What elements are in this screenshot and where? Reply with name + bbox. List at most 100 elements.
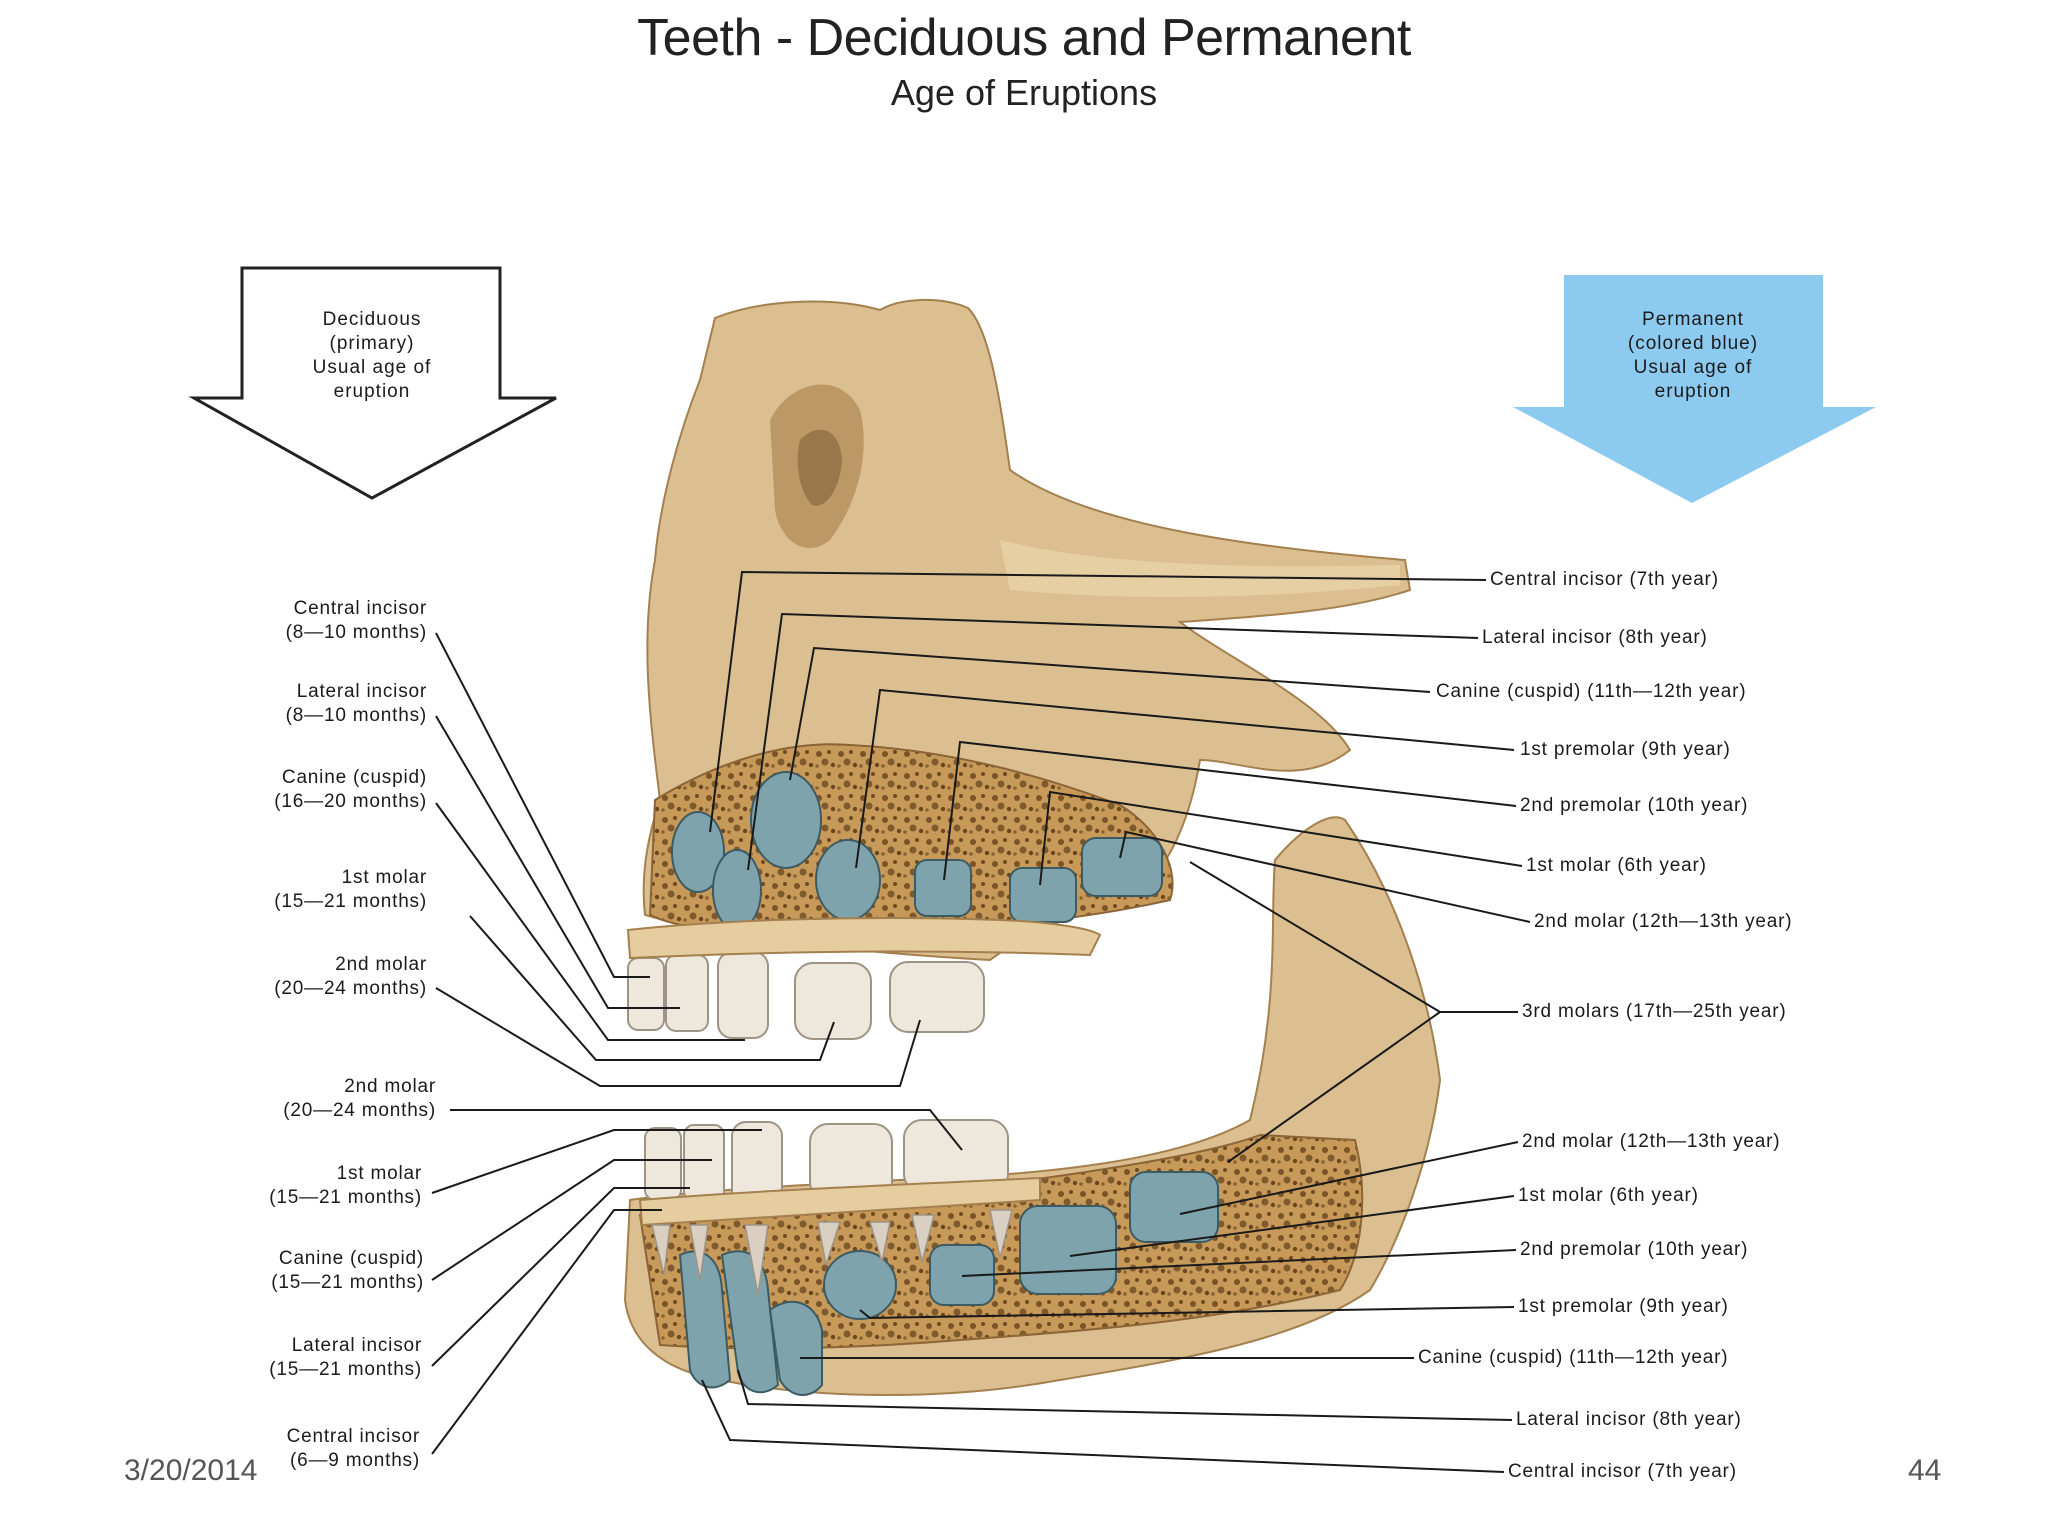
slide-title: Teeth - Deciduous and Permanent — [637, 9, 1411, 67]
label-permanent-upper-2nd-premolar: 2nd premolar (10th year) — [1520, 795, 1749, 816]
leader-line — [450, 1109, 963, 1151]
upper-deciduous-1st-molar — [794, 962, 872, 1040]
root — [911, 1214, 935, 1263]
permanent-line: eruption — [1654, 381, 1732, 402]
leader-line — [789, 646, 1431, 781]
label-permanent-3rd-molars: 3rd molars (17th—25th year) — [1522, 1001, 1787, 1022]
orbit-inner — [797, 429, 842, 506]
leader-line — [435, 632, 650, 978]
label-age: (6—9 months) — [290, 1450, 420, 1471]
upper-permanent-canine — [750, 771, 822, 869]
label-age: (8—10 months) — [285, 705, 427, 726]
label-name: 1st molar — [336, 1163, 422, 1184]
permanent-line: (colored blue) — [1627, 333, 1759, 354]
label-name: Lateral incisor — [296, 681, 427, 702]
label-name: Lateral incisor — [291, 1335, 422, 1356]
leader-line — [1227, 1011, 1441, 1163]
upper-alveolar-ridge — [626, 917, 1102, 960]
slide-subtitle: Age of Eruptions — [890, 72, 1158, 113]
deciduous-line: Usual age of — [312, 357, 432, 378]
deciduous-box-text: Deciduous (primary) Usual age of eruptio… — [262, 308, 482, 404]
upper-deciduous-lateral-incisor — [665, 954, 709, 1032]
label-age: (20—24 months) — [283, 1100, 436, 1121]
label-age: (15—21 months) — [269, 1359, 422, 1380]
label-permanent-lower-1st-premolar: 1st premolar (9th year) — [1518, 1296, 1729, 1317]
leader-line — [435, 715, 680, 1009]
label-deciduous-upper-canine: Canine (cuspid) (16—20 months) — [274, 766, 427, 814]
leader-line — [431, 1187, 690, 1367]
leader-line — [431, 1129, 762, 1194]
leader-line — [1039, 790, 1523, 886]
lower-alveolar-ridge — [638, 1176, 1041, 1227]
permanent-arrow — [1513, 275, 1876, 503]
label-name: 1st molar — [341, 867, 427, 888]
label-age: (20—24 months) — [274, 978, 427, 999]
label-deciduous-upper-1st-molar: 1st molar (15—21 months) — [274, 866, 427, 914]
slide-number: 44 — [1908, 1454, 1942, 1487]
label-name: 2nd molar — [335, 954, 427, 975]
leader-line — [859, 1306, 1515, 1320]
lower-permanent-1st-premolar — [823, 1250, 897, 1320]
label-deciduous-lower-1st-molar: 1st molar (15—21 months) — [269, 1162, 422, 1210]
label-deciduous-upper-central-incisor: Central incisor (8—10 months) — [286, 597, 427, 645]
label-permanent-upper-lateral-incisor: Lateral incisor (8th year) — [1482, 627, 1708, 648]
root — [651, 1224, 671, 1276]
label-permanent-upper-2nd-molar: 2nd molar (12th—13th year) — [1534, 911, 1793, 932]
label-name: Central incisor — [293, 598, 427, 619]
label-deciduous-lower-canine: Canine (cuspid) (15—21 months) — [271, 1247, 424, 1295]
label-age: (15—21 months) — [269, 1187, 422, 1208]
permanent-line: Usual age of — [1633, 357, 1753, 378]
deciduous-line: eruption — [333, 381, 411, 402]
leader-line — [747, 612, 1479, 871]
label-deciduous-lower-lateral-incisor: Lateral incisor (15—21 months) — [269, 1334, 422, 1382]
root — [744, 1224, 769, 1296]
label-permanent-upper-1st-premolar: 1st premolar (9th year) — [1520, 739, 1731, 760]
leader-line — [855, 688, 1515, 869]
upper-deciduous-central-incisor — [627, 957, 665, 1031]
upper-deciduous-2nd-molar — [889, 961, 985, 1033]
leader-line — [1119, 830, 1531, 923]
slide-date: 3/20/2014 — [124, 1454, 258, 1487]
label-name: Canine (cuspid) — [278, 1248, 424, 1269]
permanent-box-text: Permanent (colored blue) Usual age of er… — [1583, 308, 1803, 404]
root — [868, 1221, 891, 1263]
label-name: 2nd molar — [344, 1076, 436, 1097]
leader-lines — [431, 570, 1531, 1473]
deciduous-line: Deciduous — [322, 309, 422, 330]
label-permanent-lower-lateral-incisor: Lateral incisor (8th year) — [1516, 1409, 1742, 1430]
root — [817, 1221, 842, 1266]
upper-permanent-lateral-incisor — [712, 849, 762, 931]
leader-line — [431, 1209, 662, 1455]
leader-line — [709, 570, 1487, 833]
leader-line — [943, 740, 1517, 881]
label-permanent-lower-2nd-molar: 2nd molar (12th—13th year) — [1522, 1131, 1781, 1152]
label-deciduous-lower-2nd-molar: 2nd molar (20—24 months) — [283, 1075, 436, 1123]
label-permanent-lower-1st-molar: 1st molar (6th year) — [1518, 1185, 1699, 1206]
deciduous-arrow — [188, 266, 557, 500]
label-permanent-upper-central-incisor: Central incisor (7th year) — [1490, 569, 1719, 590]
leader-line — [1179, 1141, 1519, 1215]
label-name: Central incisor — [286, 1426, 420, 1447]
leader-line — [435, 987, 921, 1087]
lower-deciduous-lateral-incisor — [683, 1124, 725, 1202]
lower-permanent-canine — [768, 1300, 823, 1396]
leader-line — [737, 1369, 1513, 1421]
lower-permanent-1st-molar — [1019, 1205, 1117, 1295]
zygomatic-arch — [1000, 540, 1400, 597]
root — [689, 1224, 709, 1281]
upper-permanent-2nd-molar — [1081, 837, 1163, 897]
label-permanent-lower-central-incisor: Central incisor (7th year) — [1508, 1461, 1737, 1482]
label-deciduous-upper-lateral-incisor: Lateral incisor (8—10 months) — [286, 680, 427, 728]
skull-illustration — [623, 299, 1442, 1396]
label-age: (8—10 months) — [285, 622, 427, 643]
lower-permanent-lateral-incisor — [720, 1250, 780, 1394]
label-permanent-lower-2nd-premolar: 2nd premolar (10th year) — [1520, 1239, 1749, 1260]
label-deciduous-lower-central-incisor: Central incisor (6—9 months) — [287, 1425, 420, 1473]
leader-line — [435, 802, 745, 1041]
upper-permanent-1st-premolar — [815, 839, 881, 921]
leader-line — [469, 915, 835, 1061]
label-name: Canine (cuspid) — [281, 767, 427, 788]
label-permanent-lower-canine: Canine (cuspid) (11th—12th year) — [1418, 1347, 1729, 1368]
label-permanent-upper-canine: Canine (cuspid) (11th—12th year) — [1436, 681, 1747, 702]
